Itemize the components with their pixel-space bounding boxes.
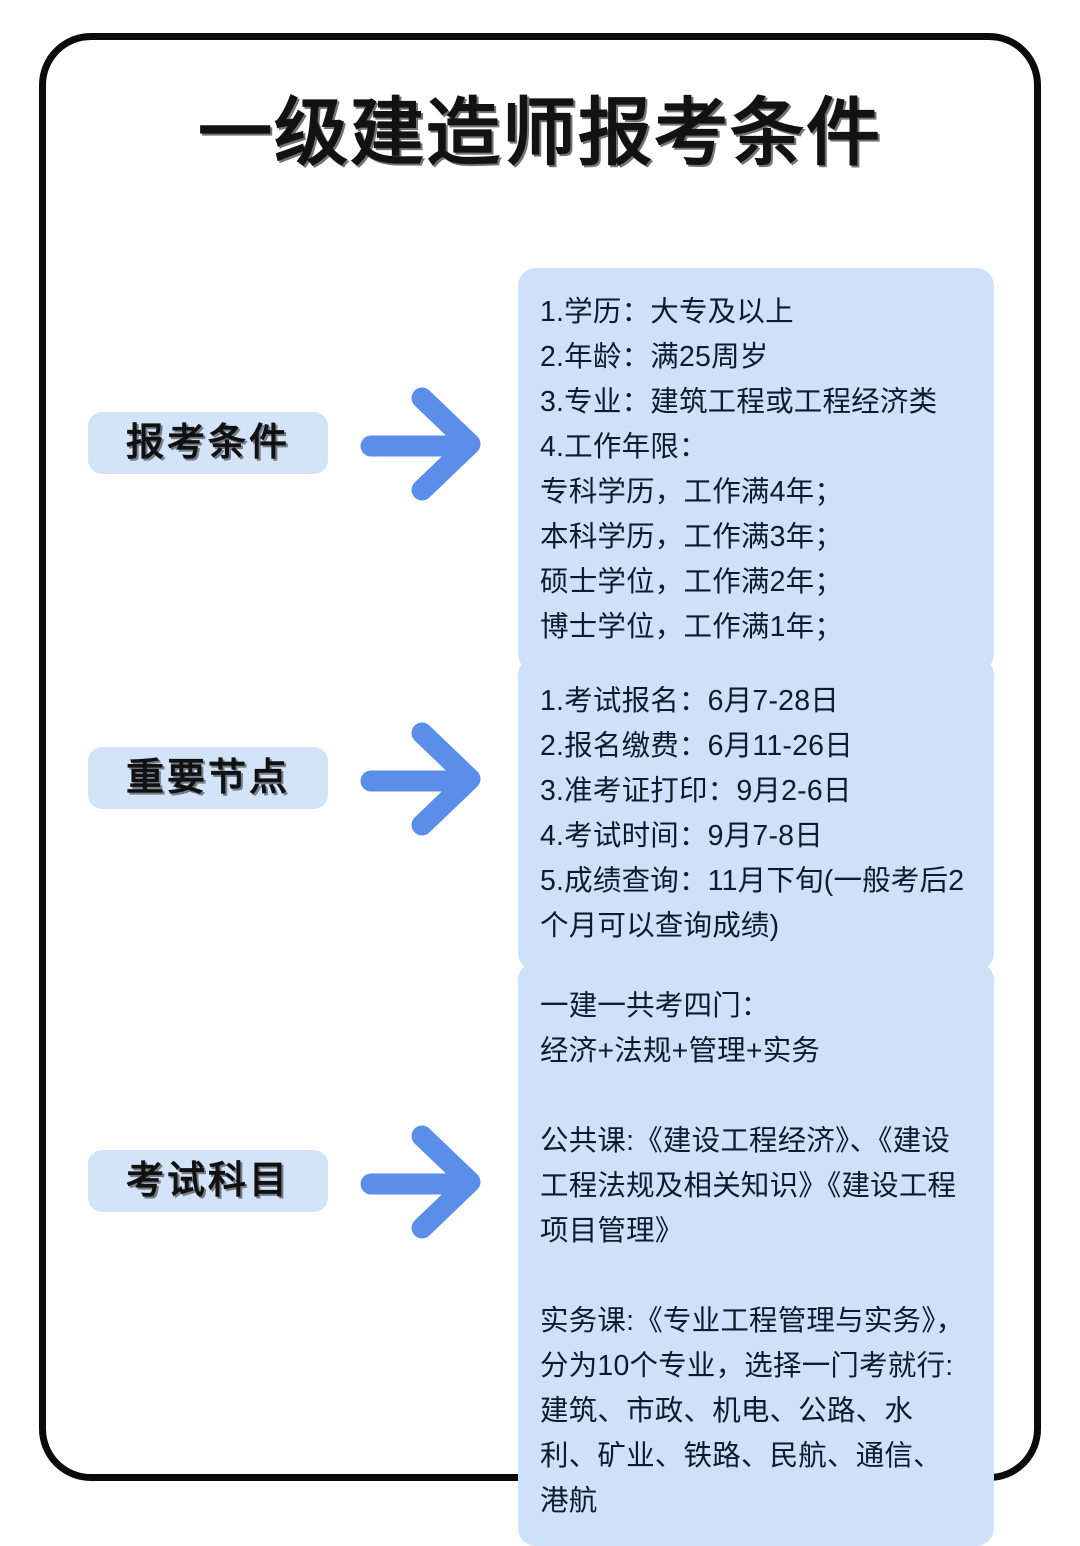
section-label-group-timeline: 重要节点 [88,722,488,836]
card-line: 4.考试时间：9月7-8日 [540,820,823,852]
card-paragraph: 实务课:《专业工程管理与实务》，分为10个专业，选择一门考就行:建筑、市政、机电… [540,1305,965,1517]
card-line: 4.工作年限： [540,431,708,463]
right-arrow-icon [360,1125,481,1239]
section-pill-label: 考试科目 [125,1160,290,1202]
card-line: 硕士学位，工作满2年； [540,566,844,598]
section-pill-timeline[interactable]: 重要节点 [88,747,328,809]
section-pill-requirements[interactable]: 报考条件 [88,412,328,474]
card-line: 3.准考证打印：9月2-6日 [540,775,852,807]
card-line: 1.学历：大专及以上 [540,296,794,328]
card-line: 博士学位，工作满1年； [540,611,844,643]
poster-root: 一级建造师报考条件 报考条件 1.学历：大专及以上 2.年龄：满25周岁 3.专… [39,33,1041,1546]
section-label-group-subjects: 考试科目 [88,1125,488,1239]
right-arrow-icon [360,722,481,836]
content-card-subjects: 一建一共考四门： 经济+法规+管理+实务 公共课:《建设工程经济》、《建设工程法… [518,962,994,1546]
card-line: 1.考试报名：6月7-28日 [540,685,839,717]
card-line: 专科学历，工作满4年； [540,476,844,508]
section-pill-subjects[interactable]: 考试科目 [88,1150,328,1212]
card-line: 2.报名缴费：6月11-26日 [540,730,853,762]
card-line: 2.年龄：满25周岁 [540,341,769,373]
card-line: 本科学历，工作满3年； [540,521,844,553]
paragraph-spacer [540,1074,970,1119]
card-line: 3.专业：建筑工程或工程经济类 [540,386,938,418]
section-label-group-requirements: 报考条件 [88,387,488,501]
content-card-timeline: 1.考试报名：6月7-28日 2.报名缴费：6月11-26日 3.准考证打印：9… [518,657,994,971]
section-pill-label: 重要节点 [125,757,290,799]
card-line: 5.成绩查询：11月下旬(一般考后2个月可以查询成绩) [540,865,965,942]
paragraph-spacer [540,1254,970,1299]
section-pill-label: 报考条件 [125,422,290,464]
content-card-requirements: 1.学历：大专及以上 2.年龄：满25周岁 3.专业：建筑工程或工程经济类 4.… [518,268,994,672]
card-paragraph: 一建一共考四门： 经济+法规+管理+实务 [540,990,821,1067]
card-paragraph: 公共课:《建设工程经济》、《建设工程法规及相关知识》《建设工程项目管理》 [540,1125,957,1247]
page-title: 一级建造师报考条件 [198,91,882,174]
right-arrow-icon [360,387,481,501]
